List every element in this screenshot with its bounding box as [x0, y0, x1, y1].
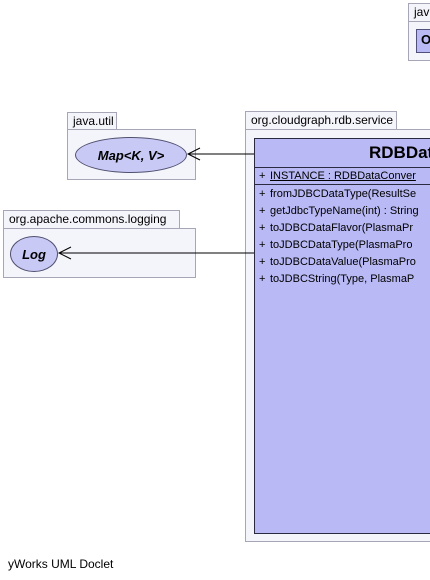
method-row: + fromJDBCDataType(ResultSe: [259, 187, 416, 201]
package-label: jav: [414, 5, 430, 19]
footer-credit: yWorks UML Doclet: [8, 557, 114, 571]
method-row: + getJdbcTypeName(int) : String: [259, 204, 419, 218]
package-label: java.util: [73, 114, 114, 128]
package-tab-java-partial: jav: [408, 3, 430, 21]
package-tab-commons-logging: org.apache.commons.logging: [3, 210, 180, 228]
package-tab-java-util: java.util: [67, 112, 117, 129]
class-label: O: [421, 32, 430, 47]
method-row: + toJDBCDataValue(PlasmaPro: [259, 255, 416, 269]
visibility-marker: +: [259, 188, 266, 200]
method-text: toJDBCString(Type, PlasmaP: [270, 273, 415, 285]
field-text: INSTANCE : RDBDataConver: [270, 170, 416, 182]
visibility-marker: +: [259, 273, 266, 285]
package-tab-rdb-service: org.cloudgraph.rdb.service: [245, 111, 397, 129]
package-label: org.apache.commons.logging: [9, 212, 167, 226]
method-row: + toJDBCString(Type, PlasmaP: [259, 272, 414, 286]
method-row: + toJDBCDataType(PlasmaPro: [259, 238, 412, 252]
method-text: fromJDBCDataType(ResultSe: [270, 188, 417, 200]
class-rdb-data-converter: RDBDat + INSTANCE : RDBDataConver + fromJD…: [254, 138, 430, 534]
compartment-divider: [255, 184, 430, 185]
interface-label: Map<K, V>: [97, 147, 165, 163]
class-object-partial: O: [416, 29, 430, 53]
compartment-divider: [255, 167, 430, 168]
interface-log: Log: [10, 236, 58, 272]
method-text: toJDBCDataValue(PlasmaPro: [270, 256, 416, 268]
interface-label: Log: [22, 246, 46, 262]
visibility-marker: +: [259, 222, 266, 234]
visibility-marker: +: [259, 256, 266, 268]
class-name: RDBDat: [369, 143, 430, 162]
arrowhead-icon: [57, 246, 72, 260]
visibility-marker: +: [259, 205, 266, 217]
arrowhead-icon: [186, 147, 201, 161]
method-text: toJDBCDataFlavor(PlasmaPr: [270, 222, 414, 234]
package-label: org.cloudgraph.rdb.service: [251, 113, 394, 127]
method-text: getJdbcTypeName(int) : String: [270, 205, 419, 217]
field-instance: + INSTANCE : RDBDataConver: [259, 169, 416, 183]
visibility-marker: +: [259, 239, 266, 251]
method-text: toJDBCDataType(PlasmaPro: [270, 239, 413, 251]
visibility-marker: +: [259, 170, 266, 182]
interface-map: Map<K, V>: [75, 137, 187, 173]
method-row: + toJDBCDataFlavor(PlasmaPr: [259, 221, 413, 235]
